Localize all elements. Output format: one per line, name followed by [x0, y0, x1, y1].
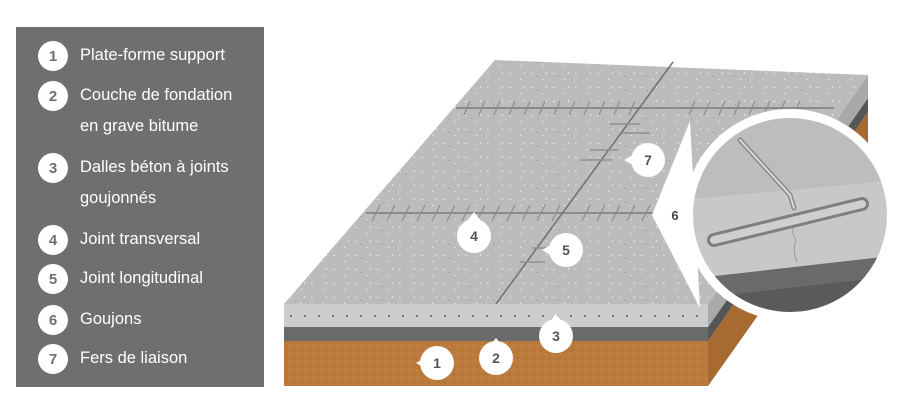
legend-label: Goujons: [80, 310, 142, 328]
callout-4-label: 4: [470, 228, 478, 244]
dowel-zoom-circle: [652, 109, 896, 321]
longitudinal-joint: [495, 61, 674, 305]
callout-2-label: 2: [492, 350, 500, 366]
legend-label: Joint transversal: [80, 230, 201, 248]
legend-number: 1: [38, 41, 68, 71]
legend-panel: 1 Plate-forme support 2 Couche de fondat…: [16, 27, 264, 387]
legend-label: Plate-forme support: [80, 46, 225, 64]
legend-item-6: 6 Goujons: [38, 305, 255, 335]
legend-number: 6: [38, 305, 68, 335]
callout-5-label: 5: [562, 242, 570, 258]
legend-item-7: 7 Fers de liaison: [38, 344, 255, 374]
legend-label: Joint longitudinal: [80, 269, 203, 287]
legend-number: 2: [38, 81, 68, 111]
callout-4: 4: [457, 212, 491, 253]
callout-5: 5: [542, 233, 583, 267]
callout-1-label: 1: [433, 355, 441, 371]
legend-number: 4: [38, 225, 68, 255]
callout-7-label: 7: [644, 152, 652, 168]
legend-item-4: 4 Joint transversal: [38, 225, 255, 255]
legend-number: 7: [38, 344, 68, 374]
callout-6-label: 6: [671, 208, 678, 223]
callout-2: 2: [479, 338, 513, 375]
callout-3-label: 3: [552, 328, 560, 344]
legend-item-5: 5 Joint longitudinal: [38, 264, 255, 294]
legend-number: 5: [38, 264, 68, 294]
callout-1: 1: [416, 346, 454, 380]
callout-7: 7: [624, 143, 665, 177]
legend-number: 3: [38, 153, 68, 183]
callout-3: 3: [539, 314, 573, 353]
legend-label: Fers de liaison: [80, 349, 188, 367]
legend-item-1: 1 Plate-forme support: [38, 41, 255, 71]
